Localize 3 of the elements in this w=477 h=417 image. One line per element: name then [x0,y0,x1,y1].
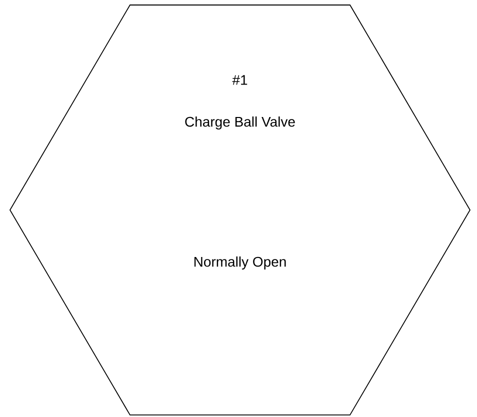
label: #1 [232,75,248,85]
label: Normally Open [194,256,286,270]
label: Charge Ball Valve [185,116,295,130]
